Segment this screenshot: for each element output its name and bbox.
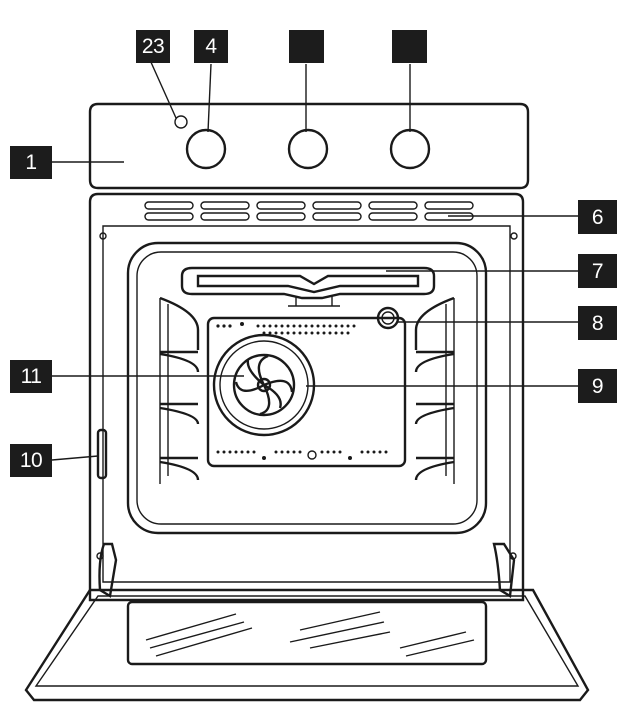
ventilation-slots bbox=[144, 201, 474, 221]
oven-cavity-inner bbox=[136, 251, 478, 525]
label-6: 6 bbox=[578, 200, 617, 234]
door-lock bbox=[96, 428, 108, 480]
label-1: 1 bbox=[10, 146, 52, 179]
screw-top-left bbox=[99, 232, 107, 240]
fan-cover-outer bbox=[212, 333, 316, 437]
leader-lines bbox=[51, 59, 578, 461]
side-rails-left bbox=[159, 296, 200, 484]
hinge-screw-left bbox=[96, 552, 104, 560]
control-knob-3 bbox=[389, 128, 431, 170]
label-8: 8 bbox=[578, 306, 617, 340]
oven-door bbox=[24, 588, 590, 702]
control-knob-1 bbox=[185, 128, 227, 170]
oven-front-frame bbox=[102, 225, 511, 583]
back-panel bbox=[206, 316, 407, 468]
oven-door-inner bbox=[34, 595, 580, 687]
label-11: 11 bbox=[10, 360, 52, 393]
label-7: 7 bbox=[578, 254, 617, 288]
oven-cavity-outer bbox=[126, 241, 488, 535]
fan-cover-inner bbox=[219, 340, 309, 430]
grill-element bbox=[180, 266, 436, 307]
door-glass bbox=[126, 600, 488, 666]
side-rails-right bbox=[414, 296, 455, 484]
label-5b bbox=[392, 30, 427, 63]
oven-body bbox=[88, 192, 525, 602]
control-panel bbox=[88, 102, 530, 190]
label-10: 10 bbox=[10, 444, 52, 477]
label-23: 23 bbox=[136, 30, 170, 63]
back-panel-vents-top bbox=[216, 322, 356, 335]
screw-top-right bbox=[510, 232, 518, 240]
hinge-left bbox=[98, 542, 118, 598]
indicator-light bbox=[174, 115, 188, 129]
label-4: 4 bbox=[194, 30, 228, 63]
back-panel-vents-bottom bbox=[216, 450, 388, 460]
fan-blades bbox=[232, 353, 296, 417]
hinge-screw-right bbox=[509, 552, 517, 560]
label-5 bbox=[289, 30, 324, 63]
hinge-right bbox=[492, 542, 516, 598]
label-9: 9 bbox=[578, 369, 617, 403]
door-glass-reflections bbox=[145, 611, 475, 657]
control-knob-2 bbox=[287, 128, 329, 170]
